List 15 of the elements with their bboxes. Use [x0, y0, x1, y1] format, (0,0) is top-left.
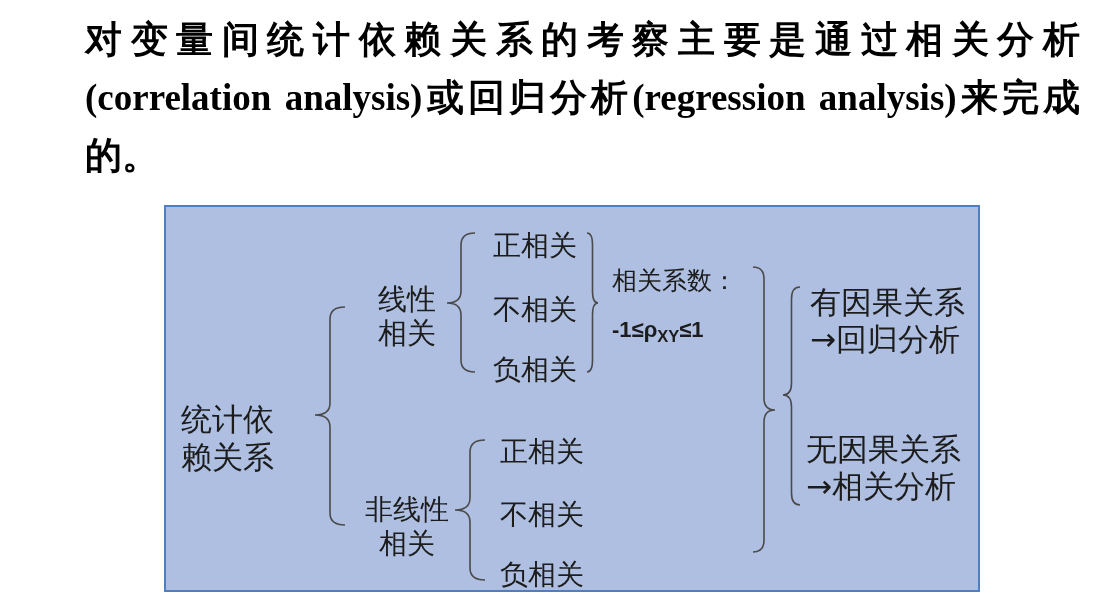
- coefficient-range: -1≤ρ$_{XY}$≤1: [612, 316, 705, 348]
- analysis-choice-label: 无因果关系→相关分析: [806, 431, 962, 505]
- analysis-choice-label: 有因果关系→回归分析: [810, 284, 966, 358]
- correlation-type-label: 正相关: [500, 435, 585, 469]
- subcategory-label: 线性相关: [377, 282, 437, 350]
- coefficient-label: 相关系数：: [612, 266, 738, 296]
- correlation-type-label: 不相关: [493, 293, 578, 327]
- subcategory-label: 非线性相关: [364, 493, 450, 561]
- root-category-label: 统计依赖关系: [181, 400, 275, 476]
- correlation-type-label: 负相关: [500, 558, 585, 592]
- correlation-type-label: 正相关: [493, 229, 578, 263]
- heading: 对变量间统计依赖关系的考察主要是通过相关分析(correlation analysis)或回归分析(regression analysis)来完成的。: [85, 18, 1080, 178]
- diagram-panel: [164, 205, 980, 592]
- correlation-type-label: 不相关: [500, 498, 585, 532]
- correlation-type-label: 负相关: [493, 353, 578, 387]
